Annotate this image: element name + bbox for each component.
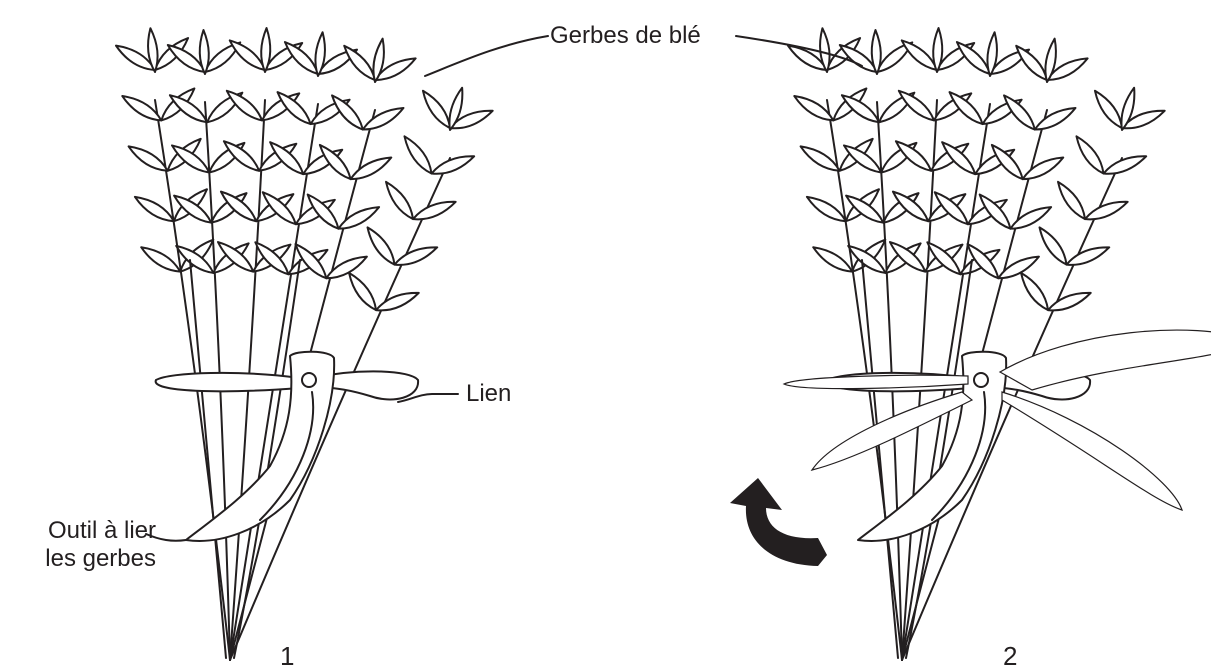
label-binding-tool-line1: Outil à lier [6,517,156,545]
label-binding-tool: Outil à lier les gerbes [6,517,156,573]
label-wheat-sheaves: Gerbes de blé [550,22,701,50]
wheat-grain [1021,273,1048,310]
wheat-grain [1016,46,1047,80]
wheat-grain [801,146,840,170]
wheat-grain [1085,202,1128,220]
leader-gerbes-left [425,36,548,76]
wheat-grain [1010,207,1051,229]
wheat-grain [1035,108,1076,130]
wheat-stalk [862,260,898,658]
wheat-stalk [190,260,226,658]
wheat-grain [1023,158,1064,180]
wheat-grain [349,273,376,310]
wheat-grain [368,227,395,264]
wheat-grain [363,108,404,130]
wheat-grain [813,247,852,271]
wheat-grain [807,197,846,221]
label-binding-tool-line2: les gerbes [6,545,156,573]
wheat-grain [351,158,392,180]
wheat-grain [230,40,265,70]
step-number-2: 2 [1003,642,1017,670]
wheat-grain [1048,293,1091,311]
wheat-grain [376,293,419,311]
tie-left-loop [156,373,300,391]
figure-step-2 [784,28,1211,660]
wheat-grain [1095,91,1122,128]
wheat-grain [902,40,937,70]
wheat-grain [129,146,168,170]
wheat-grain [1076,136,1103,173]
label-tie: Lien [466,380,511,408]
tool-pivot [302,373,316,387]
wheat-grain [1058,182,1085,219]
wheat-grain [395,247,438,265]
wheat-grain [413,202,456,220]
wheat-grain [423,91,450,128]
wheat-stalk [230,158,450,660]
tool-ghost-position [1002,392,1182,510]
step-number-1: 1 [280,642,294,670]
wheat-grain [141,247,180,271]
wheat-grain [1040,227,1067,264]
curved-arrow-icon [730,478,827,566]
wheat-grain [338,207,379,229]
wheat-grain [432,156,475,174]
wheat-grain [135,197,174,221]
wheat-grain [344,46,375,80]
wheat-grain [386,182,413,219]
wheat-grain [1067,247,1110,265]
wheat-grain [404,136,431,173]
figure-step-1 [116,28,493,660]
wheat-grain [1104,156,1147,174]
tool-ghost-position [1000,330,1211,390]
tool-pivot [974,373,988,387]
